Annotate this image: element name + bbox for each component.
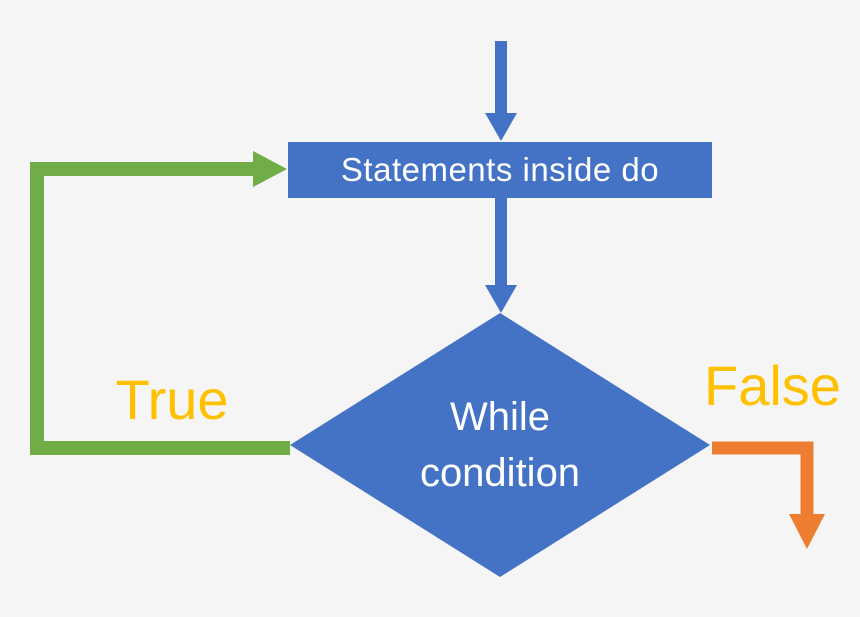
decision-node-label: While condition [419, 395, 581, 495]
entry-arrowhead-icon [485, 113, 517, 141]
process-to-decision-arrowhead-icon [485, 285, 517, 313]
false-branch-label: False [704, 354, 841, 417]
true-branch-label: True [115, 368, 229, 431]
true-loop-arrow [30, 151, 290, 455]
process-node: Statements inside do [288, 142, 712, 198]
false-arrowhead-icon [789, 514, 825, 549]
true-arrowhead-icon [253, 151, 287, 187]
entry-arrow [485, 41, 517, 141]
process-to-decision-arrow [485, 198, 517, 313]
process-node-label: Statements inside do [340, 151, 660, 188]
false-exit-arrow [712, 441, 825, 549]
